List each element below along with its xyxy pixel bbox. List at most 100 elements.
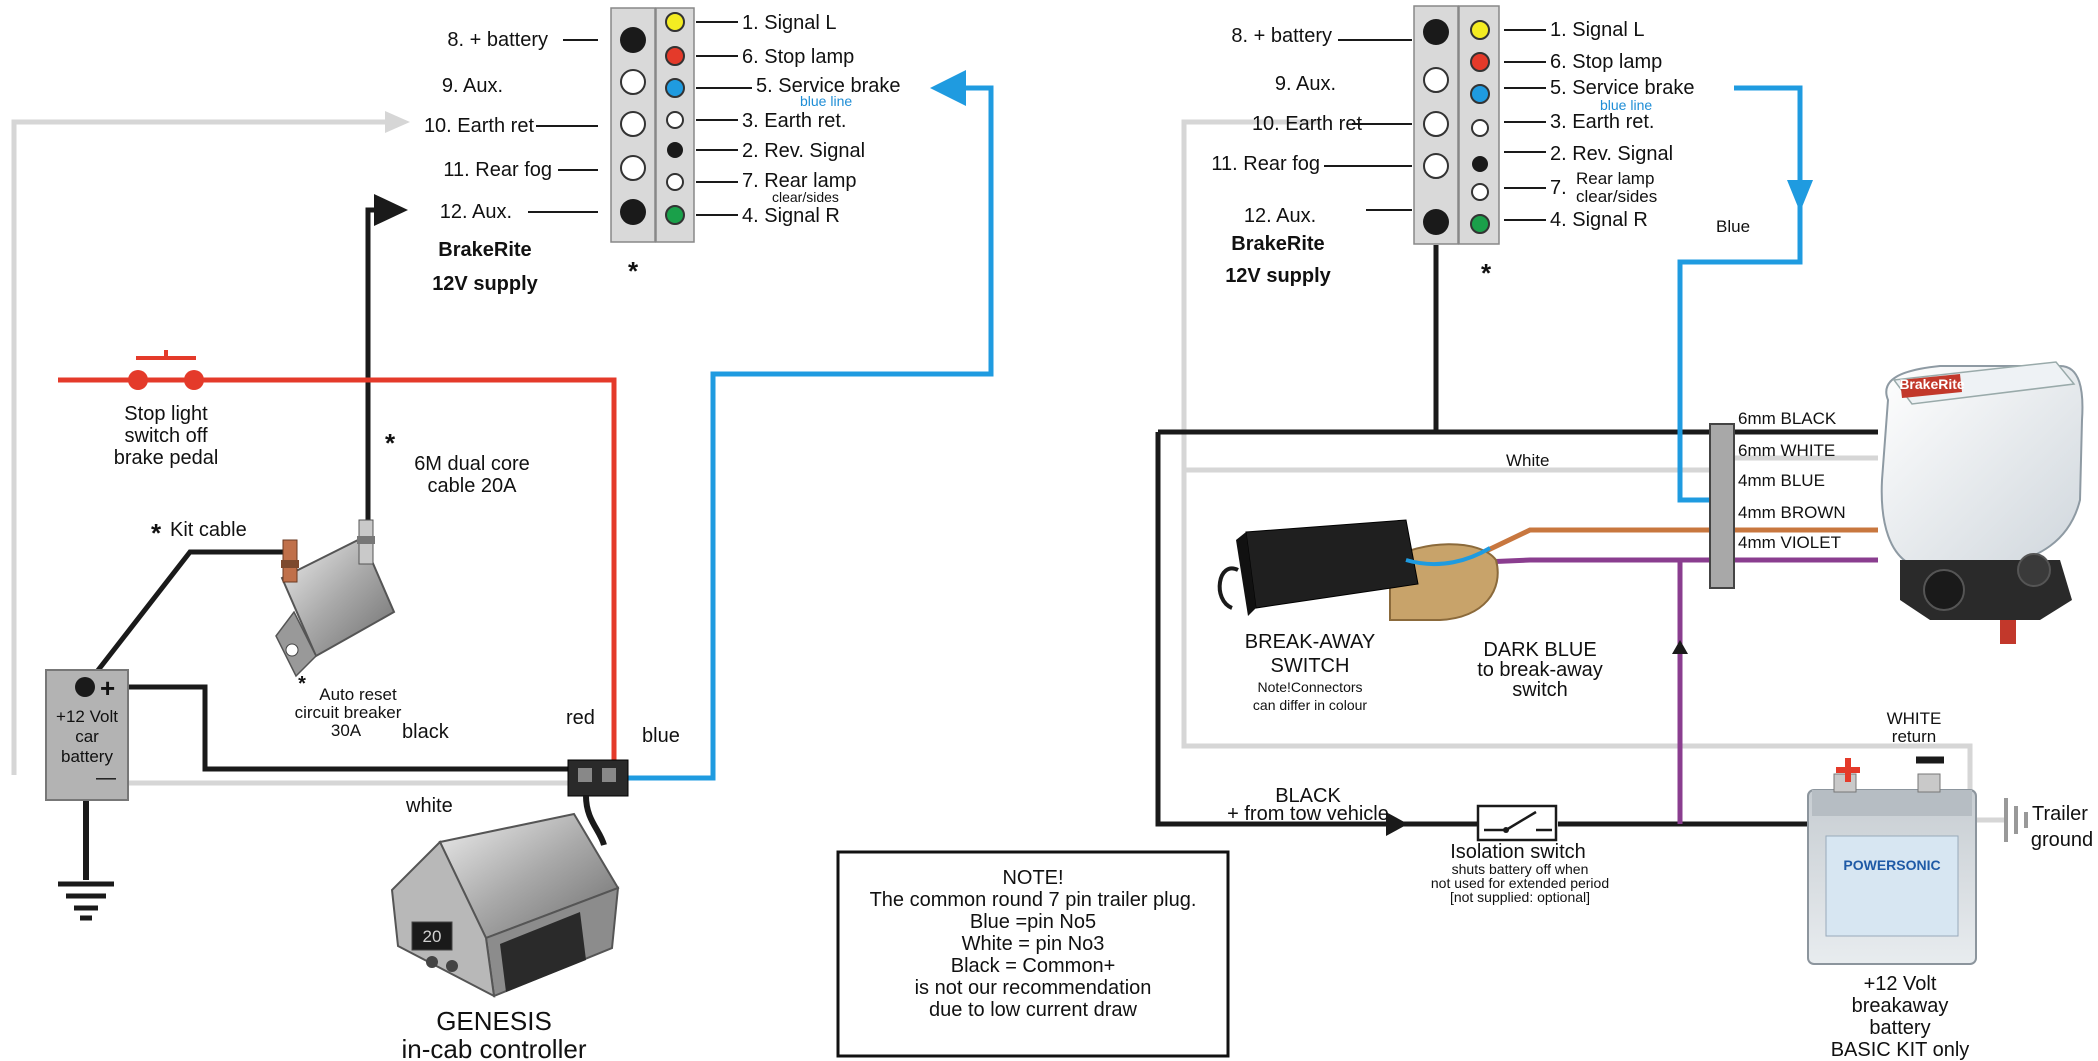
trailer-ground-symbol bbox=[2004, 798, 2028, 842]
left-pin-4: 4. Signal R bbox=[742, 205, 840, 227]
white-return-label-2: return bbox=[1892, 727, 1936, 746]
kit-asterisk: * bbox=[151, 518, 162, 548]
right-blue-label: Blue bbox=[1716, 217, 1750, 236]
right-violet bbox=[1483, 557, 1878, 565]
battery-caption-2: breakaway bbox=[1852, 995, 1949, 1017]
car-battery-minus: — bbox=[96, 767, 116, 789]
black-wire-kit bbox=[83, 545, 293, 689]
trailer-ground-label-1: Trailer bbox=[2032, 803, 2088, 825]
blue-wire-arrow bbox=[930, 70, 966, 106]
right-wires bbox=[1155, 85, 1973, 836]
battery-brand: POWERSONIC bbox=[1843, 857, 1940, 873]
breaker-label-1: Auto reset bbox=[319, 685, 397, 704]
left-pin-12: 12. Aux. bbox=[440, 201, 512, 223]
controller-plug bbox=[567, 759, 629, 846]
breakaway-switch bbox=[1217, 519, 1499, 621]
genesis-controller bbox=[390, 812, 620, 998]
left-pin-10: 10. Earth ret bbox=[424, 115, 535, 137]
terminal-6mm-white: 6mm WHITE bbox=[1738, 441, 1835, 460]
battery-caption-1: +12 Volt bbox=[1864, 973, 1937, 995]
terminal-4mm-brown: 4mm BROWN bbox=[1738, 503, 1846, 522]
note-line-7: due to low current draw bbox=[929, 999, 1137, 1021]
left-pin-11: 11. Rear fog bbox=[443, 159, 552, 181]
blue-wire-service bbox=[628, 85, 994, 781]
car-battery-label-1: +12 Volt bbox=[56, 707, 118, 726]
left-clear-sides: clear/sides bbox=[772, 189, 839, 205]
isolation-note-1: shuts battery off when bbox=[1452, 861, 1589, 877]
white-return-label-1: WHITE bbox=[1887, 709, 1942, 728]
right-pin-7: 7. bbox=[1550, 177, 1567, 199]
right-diagram: 8. + battery 9. Aux. 10. Earth ret 11. R… bbox=[1155, 5, 2093, 1061]
right-pin-6: 6. Stop lamp bbox=[1550, 51, 1662, 73]
ground-symbol bbox=[58, 881, 114, 921]
right-supply-subtitle: 12V supply bbox=[1225, 265, 1331, 287]
note-box: NOTE! The common round 7 pin trailer plu… bbox=[836, 850, 1230, 1058]
right-pin-8: 8. + battery bbox=[1231, 25, 1332, 47]
stop-switch-label-2: switch off bbox=[125, 425, 208, 447]
right-black-feed bbox=[1155, 432, 1390, 827]
car-battery bbox=[45, 669, 129, 801]
black-wire-arrow bbox=[374, 194, 408, 226]
terminal-strip bbox=[1709, 423, 1735, 589]
right-supply-title: BrakeRite bbox=[1231, 233, 1324, 255]
circuit-breaker bbox=[275, 519, 396, 678]
breaker-label-3: 30A bbox=[331, 721, 362, 740]
note-line-3: Blue =pin No5 bbox=[970, 911, 1096, 933]
left-pin-8: 8. + battery bbox=[447, 29, 548, 51]
right-pin-2: 2. Rev. Signal bbox=[1550, 143, 1673, 165]
isolation-label: Isolation switch bbox=[1450, 841, 1586, 863]
breakaway-note-2: can differ in colour bbox=[1253, 697, 1367, 713]
cable-label-2: cable 20A bbox=[428, 475, 518, 497]
left-diagram: 8. + battery 9. Aux. 10. Earth ret 11. R… bbox=[11, 7, 994, 1061]
right-pin-1: 1. Signal L bbox=[1550, 19, 1645, 41]
white-wire-arrow bbox=[385, 111, 410, 133]
isolation-note-2: not used for extended period bbox=[1431, 875, 1609, 891]
black-wire-cable bbox=[365, 207, 384, 525]
cable-label-1: 6M dual core bbox=[414, 453, 530, 475]
left-supply-subtitle: 12V supply bbox=[432, 273, 538, 295]
controller-subtitle: in-cab controller bbox=[402, 1034, 587, 1061]
right-pin-4: 4. Signal R bbox=[1550, 209, 1648, 231]
right-socket-asterisk: * bbox=[1481, 258, 1492, 288]
terminal-4mm-violet: 4mm VIOLET bbox=[1738, 533, 1841, 552]
label-black: black bbox=[402, 721, 450, 743]
left-socket-asterisk: * bbox=[628, 256, 639, 286]
dark-blue-label-3: switch bbox=[1512, 679, 1568, 701]
stop-light-switch bbox=[128, 350, 204, 390]
car-battery-label-2: car bbox=[75, 727, 99, 746]
left-pin-3: 3. Earth ret. bbox=[742, 110, 847, 132]
left-pin-6: 6. Stop lamp bbox=[742, 46, 854, 68]
right-brown bbox=[1482, 527, 1878, 555]
red-wire-stop bbox=[58, 377, 617, 768]
terminal-6mm-black: 6mm BLACK bbox=[1738, 409, 1837, 428]
right-blue-arrow bbox=[1787, 180, 1813, 212]
car-battery-label-3: battery bbox=[61, 747, 113, 766]
battery-caption-4: BASIC KIT only bbox=[1831, 1039, 1970, 1061]
black-wire-controller bbox=[128, 684, 568, 772]
white-wire-earth bbox=[11, 119, 395, 775]
isolation-note-3: [not supplied: optional] bbox=[1450, 889, 1590, 905]
right-pin-12: 12. Aux. bbox=[1244, 205, 1316, 227]
breaker-asterisk: * bbox=[298, 673, 306, 695]
right-blue-line: blue line bbox=[1600, 97, 1652, 113]
left-pin-7: 7. Rear lamp bbox=[742, 170, 857, 192]
left-blue-line: blue line bbox=[800, 93, 852, 109]
left-supply-title: BrakeRite bbox=[438, 239, 531, 261]
note-line-1: NOTE! bbox=[1002, 867, 1063, 889]
left-pin-2: 2. Rev. Signal bbox=[742, 140, 865, 162]
note-line-2: The common round 7 pin trailer plug. bbox=[870, 889, 1197, 911]
right-pin-11: 11. Rear fog bbox=[1211, 153, 1320, 175]
right-rear-lamp: Rear lamp bbox=[1576, 169, 1654, 188]
label-red: red bbox=[566, 707, 595, 729]
note-line-5: Black = Common+ bbox=[951, 955, 1116, 977]
black-feed-label-1: BLACK bbox=[1275, 785, 1341, 807]
left-pin-1: 1. Signal L bbox=[742, 12, 837, 34]
note-line-4: White = pin No3 bbox=[962, 933, 1105, 955]
brakerite-logo: BrakeRite bbox=[1899, 376, 1965, 392]
left-pin-9: 9. Aux. bbox=[442, 75, 503, 97]
brakerite-unit bbox=[1880, 361, 2084, 644]
terminal-4mm-blue: 4mm BLUE bbox=[1738, 471, 1825, 490]
stop-switch-label-1: Stop light bbox=[124, 403, 208, 425]
left-wires bbox=[11, 70, 994, 880]
